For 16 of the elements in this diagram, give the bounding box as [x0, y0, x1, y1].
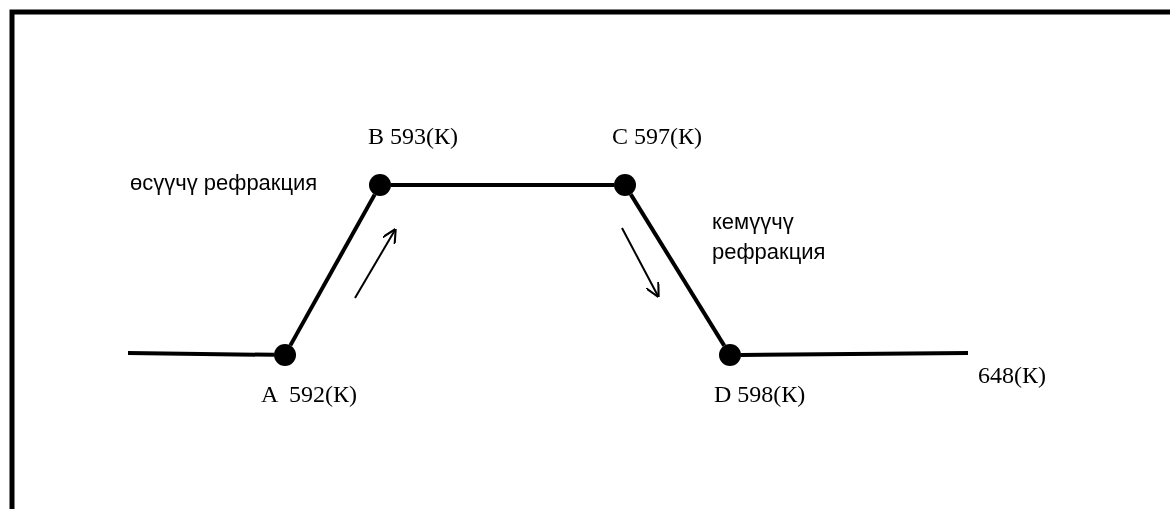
point-marker: [274, 344, 296, 366]
line-segment: [288, 193, 377, 347]
point-marker: [369, 174, 391, 196]
line-segment: [391, 183, 614, 187]
point-marker: [719, 344, 741, 366]
annotation-text: өсүүчү рефракция: [130, 169, 319, 197]
point-label: C 597(К): [612, 123, 702, 150]
line-segment: [740, 351, 969, 357]
line-segment: [127, 351, 275, 357]
value-label: 648(К): [978, 362, 1047, 389]
point-label: D 598(К): [714, 381, 806, 408]
point-marker: [614, 174, 636, 196]
point-label: B 593(К): [368, 123, 458, 150]
line-segment: [629, 193, 726, 347]
annotation-text: кемүүчү рефракция: [712, 208, 827, 266]
point-label: A 592(К): [261, 381, 357, 408]
